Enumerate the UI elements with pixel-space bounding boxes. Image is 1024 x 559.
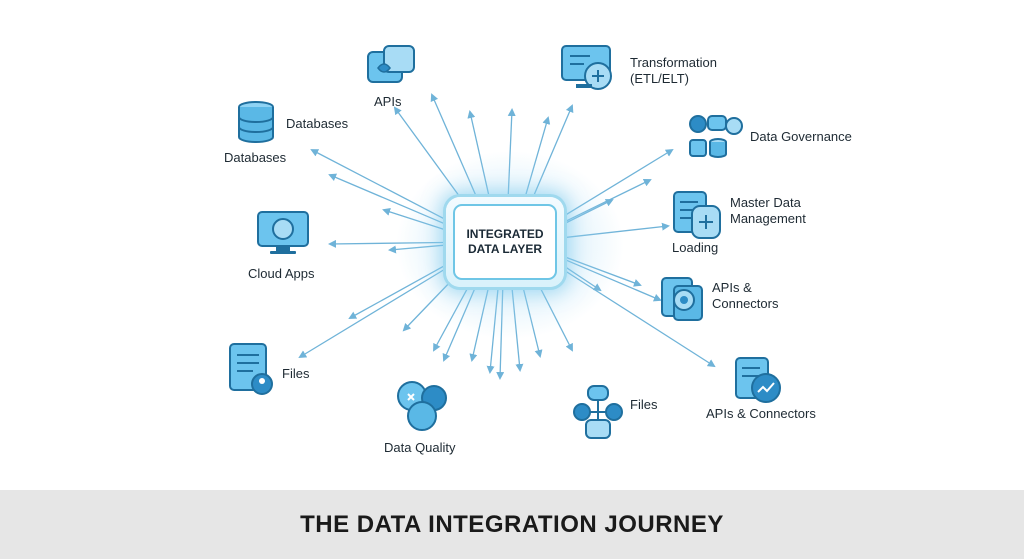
node-databases-label-bottom: Databases	[224, 150, 287, 165]
node-files-left-label: Files	[282, 366, 310, 381]
node-data-quality-label: Data Quality	[384, 440, 456, 455]
chart-document-icon	[735, 357, 781, 403]
node-apis-connectors-right-label-line2: Connectors	[712, 296, 779, 311]
node-cloud-apps-label: Cloud Apps	[248, 266, 315, 281]
node-mdm-label-line1: Master Data	[730, 195, 801, 210]
hub-label-line1: INTEGRATED	[466, 227, 544, 241]
node-loading-label: Loading	[672, 240, 719, 255]
footer-title: THE DATA INTEGRATION JOURNEY	[300, 510, 724, 538]
integrated-data-layer-hub: INTEGRATED DATA LAYER	[446, 197, 564, 287]
monitor-icon	[257, 211, 309, 254]
node-transformation-label-line2: (ETL/ELT)	[630, 71, 689, 86]
node-databases-label-top: Databases	[286, 116, 349, 131]
diagram-canvas: INTEGRATED DATA LAYER APIs Databases Dat…	[224, 45, 852, 455]
hub-label-box: INTEGRATED DATA LAYER	[453, 204, 557, 280]
governance-network-icon	[689, 115, 743, 158]
documents-stack-icon	[673, 191, 721, 239]
node-apis-connectors-bottom-label: APIs & Connectors	[706, 406, 816, 421]
footer-banner: THE DATA INTEGRATION JOURNEY	[0, 490, 1024, 559]
target-document-icon	[661, 277, 703, 321]
hub-label-line2: DATA LAYER	[467, 242, 542, 256]
data-quality-bubbles-icon	[397, 381, 447, 431]
api-cloud-icon	[367, 45, 415, 83]
node-data-governance-label: Data Governance	[750, 129, 852, 144]
node-mdm-label-line2: Management	[730, 211, 806, 226]
node-apis-connectors-right-label-line1: APIs &	[712, 280, 752, 295]
network-tree-icon	[573, 385, 623, 439]
transform-screen-icon	[561, 45, 612, 90]
node-apis-top-label: APIs	[374, 94, 402, 109]
node-transformation-label-line1: Transformation	[630, 55, 717, 70]
node-files-bottom-label: Files	[630, 397, 658, 412]
database-icon	[238, 101, 274, 143]
document-user-icon	[229, 343, 273, 395]
